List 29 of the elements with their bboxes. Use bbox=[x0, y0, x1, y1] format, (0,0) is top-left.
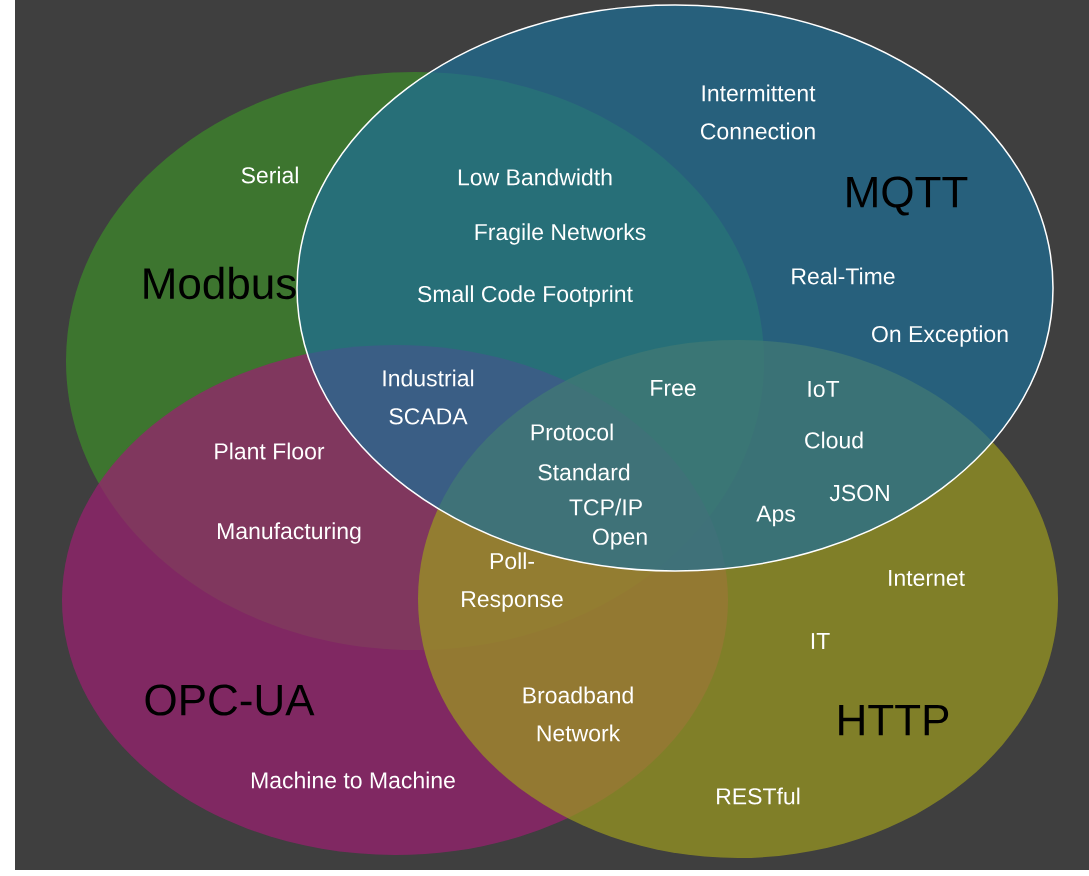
region-label: Plant Floor bbox=[215, 442, 325, 460]
region-label: Serial bbox=[241, 166, 298, 184]
region-label: IT bbox=[811, 633, 830, 649]
region-label: Real-Time bbox=[792, 267, 895, 285]
region-label: IoT bbox=[808, 381, 840, 398]
region-label: Protocol bbox=[531, 423, 613, 441]
region-label: Open bbox=[592, 528, 647, 550]
region-label: JSON bbox=[829, 484, 889, 502]
region-label: Free bbox=[651, 380, 696, 397]
region-label: Machine to Machine bbox=[251, 771, 455, 789]
region-label: TCP/IP bbox=[569, 498, 642, 516]
set-heading: OPC-UA bbox=[145, 684, 315, 716]
region-label: Manufacturing bbox=[218, 522, 361, 544]
set-heading: Modbus bbox=[144, 266, 296, 300]
region-label: Cloud bbox=[805, 431, 863, 449]
region-label: Standard bbox=[538, 463, 630, 481]
set-heading: HTTP bbox=[839, 704, 949, 736]
region-label: RESTful bbox=[717, 787, 800, 805]
region-label: Low Bandwidth bbox=[458, 168, 612, 186]
region-label: Aps bbox=[756, 505, 795, 527]
region-label: Poll-Response bbox=[462, 552, 563, 612]
set-heading: MQTT bbox=[847, 176, 968, 216]
region-label: Small Code Footprint bbox=[418, 285, 633, 307]
region-label: On Exception bbox=[872, 325, 1008, 347]
region-label: Intermittent Connection bbox=[701, 84, 816, 140]
region-label: Broadband Network bbox=[523, 686, 633, 742]
region-label: Fragile Networks bbox=[475, 223, 646, 245]
region-label: Internet bbox=[889, 570, 965, 587]
region-label: Industrial SCADA bbox=[383, 369, 474, 425]
